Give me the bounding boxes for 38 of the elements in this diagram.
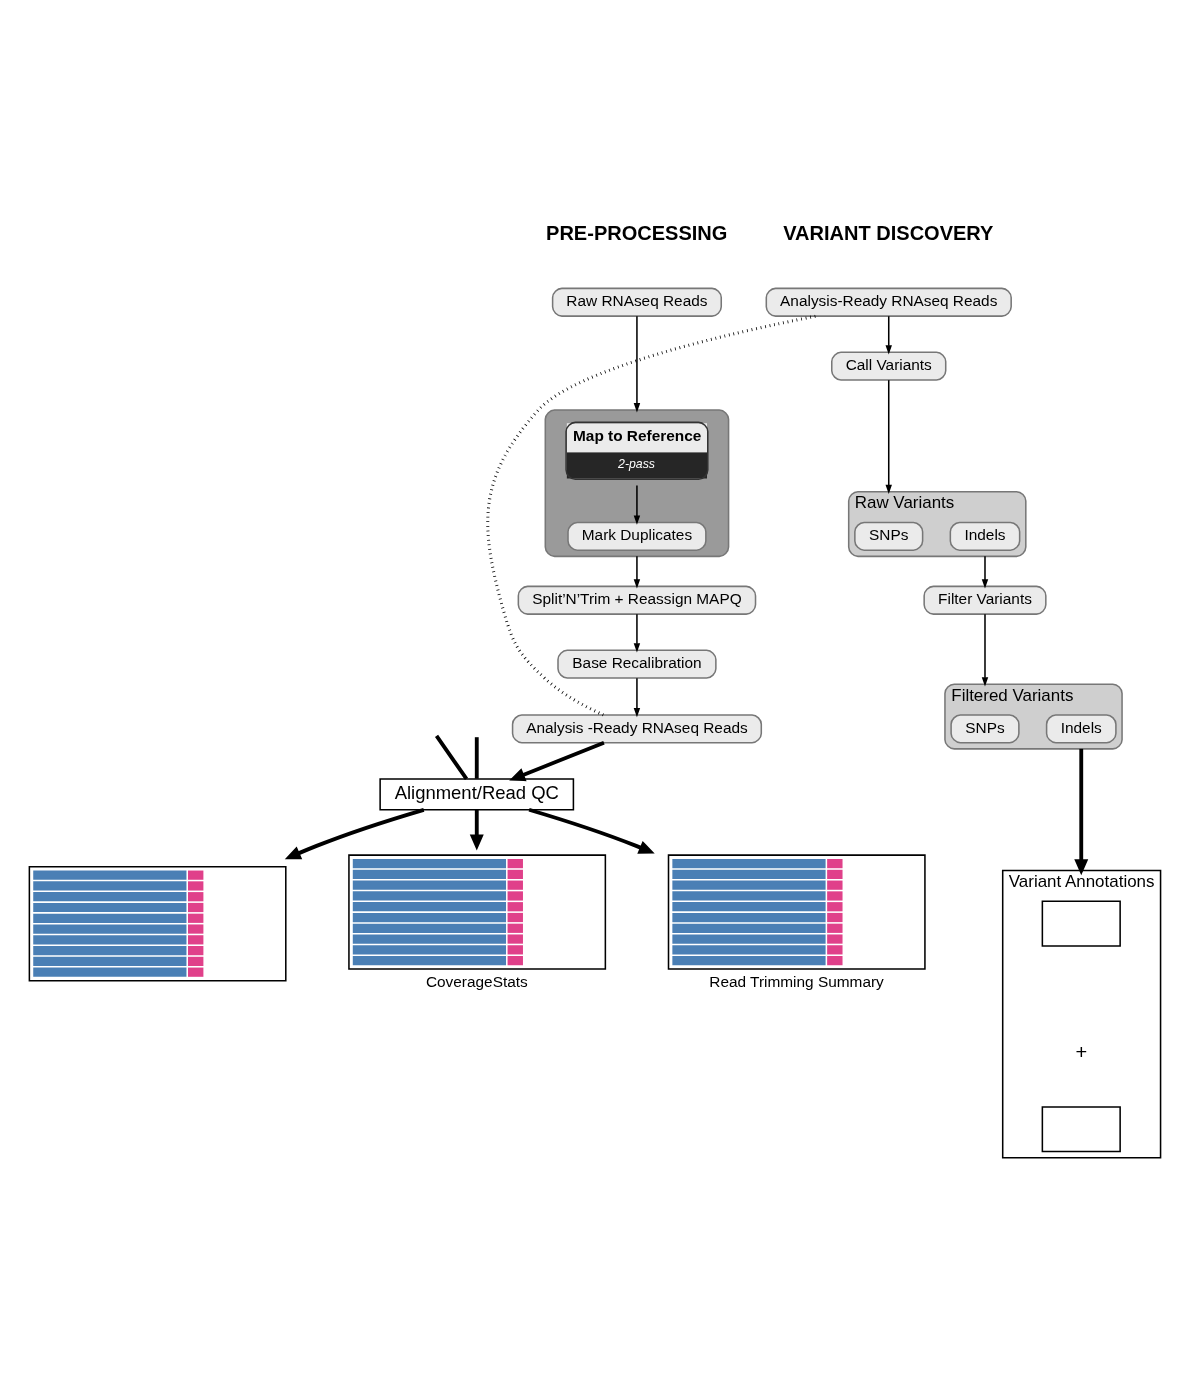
connector <box>474 737 479 779</box>
node-box: Analysis-Ready RNAseq Reads <box>765 287 1012 317</box>
cluster <box>544 409 730 558</box>
node-label: Read Trimming Summary <box>709 972 884 990</box>
label: VARIANT DISCOVERY <box>783 221 994 244</box>
node-box <box>1041 900 1121 947</box>
arrow <box>885 315 892 355</box>
node-box: Base Recalibration <box>557 649 717 679</box>
arrow <box>509 741 605 782</box>
arrow <box>528 807 655 854</box>
arrow <box>633 613 641 653</box>
arrow <box>981 613 989 687</box>
arrow <box>284 807 425 860</box>
node-box: Indels <box>949 521 1021 551</box>
node-box: Filter Variants <box>923 585 1047 615</box>
node-box <box>1041 1106 1121 1153</box>
node-box: SNPs <box>950 714 1020 744</box>
arrow <box>1074 748 1089 876</box>
arrow <box>885 379 892 494</box>
arrow <box>633 677 641 718</box>
arrow <box>633 484 641 525</box>
node-box: Raw RNAseq Reads <box>551 287 722 317</box>
node-label: CoverageStats <box>425 972 528 990</box>
label: PRE-PROCESSING <box>546 221 728 244</box>
node-box: Split’N’Trim + Reassign MAPQ <box>517 585 757 615</box>
connector <box>434 734 469 780</box>
node-box: Alignment/Read QC <box>379 778 575 811</box>
arrow <box>981 555 989 589</box>
node-box: Mark Duplicates <box>567 521 707 551</box>
arrow <box>633 315 641 413</box>
connector <box>486 314 817 717</box>
arrow <box>469 809 484 851</box>
node-box: Analysis -Ready RNAseq Reads <box>511 714 763 744</box>
arrow <box>633 555 641 589</box>
node-box: SNPs <box>854 521 924 551</box>
node-box: Indels <box>1045 714 1117 744</box>
label: + <box>1075 1041 1088 1064</box>
node-box: Call Variants <box>831 351 947 381</box>
